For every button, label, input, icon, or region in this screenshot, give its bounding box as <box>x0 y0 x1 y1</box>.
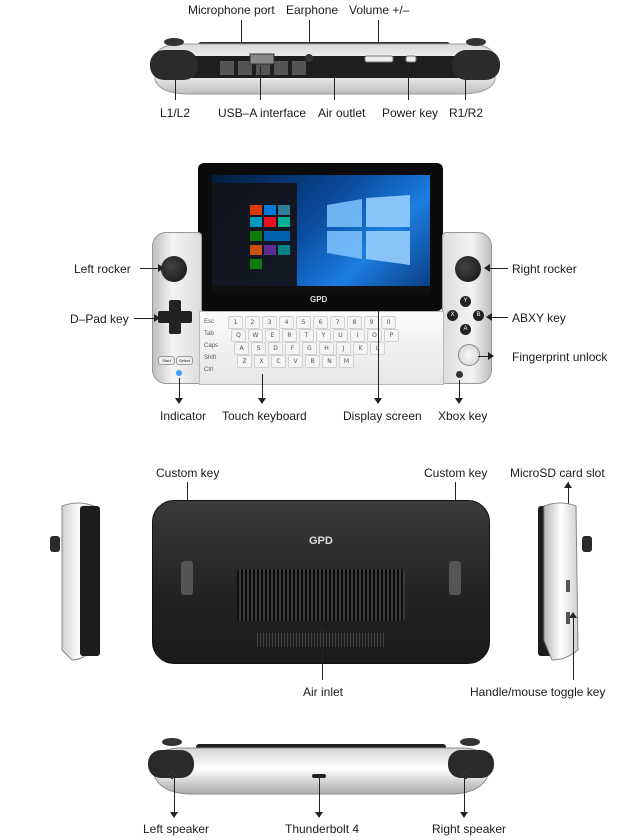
label-custom-key-left: Custom key <box>156 466 220 480</box>
keyboard-key[interactable]: L <box>370 342 385 355</box>
keyboard-key[interactable]: J <box>336 342 351 355</box>
keyboard-key[interactable]: 6 <box>313 316 328 329</box>
keyboard-key[interactable]: X <box>254 355 269 368</box>
keyboard-key[interactable]: W <box>248 329 263 342</box>
keyboard-key[interactable]: 4 <box>279 316 294 329</box>
brand-logo-back: GPD <box>309 535 333 547</box>
start-select-keys[interactable]: Start Select <box>158 356 193 365</box>
keyboard-key[interactable]: 7 <box>330 316 345 329</box>
label-handle-toggle: Handle/mouse toggle key <box>470 685 606 699</box>
b-button[interactable]: B <box>473 310 484 321</box>
keyboard-key[interactable]: 2 <box>245 316 260 329</box>
label-microsd: MicroSD card slot <box>510 466 605 480</box>
keyboard-key[interactable]: R <box>282 329 297 342</box>
label-right-rocker: Right rocker <box>512 262 577 276</box>
xbox-key[interactable] <box>456 371 463 378</box>
keyboard-key[interactable]: G <box>302 342 317 355</box>
start-menu <box>212 183 297 293</box>
label-air-outlet: Air outlet <box>318 106 366 120</box>
label-earphone: Earphone <box>286 3 339 17</box>
key-caps[interactable]: Caps <box>204 343 219 349</box>
label-fingerprint-unlock: Fingerprint unlock <box>512 350 608 364</box>
keyboard-key[interactable]: Q <box>231 329 246 342</box>
keyboard-key[interactable]: T <box>299 329 314 342</box>
keyboard-key[interactable]: 5 <box>296 316 311 329</box>
keyboard-key[interactable]: B <box>305 355 320 368</box>
label-indicator: Indicator <box>160 409 207 423</box>
keyboard-key[interactable]: Y <box>316 329 331 342</box>
air-inlet-grille <box>237 569 405 621</box>
keyboard-key[interactable]: F <box>285 342 300 355</box>
keyboard-key[interactable]: M <box>339 355 354 368</box>
label-left-rocker: Left rocker <box>74 262 131 276</box>
keyboard-key[interactable]: V <box>288 355 303 368</box>
keyboard-key[interactable]: P <box>384 329 399 342</box>
label-xbox-key: Xbox key <box>438 409 488 423</box>
keyboard-key[interactable]: C <box>271 355 286 368</box>
keyboard-key[interactable]: A <box>234 342 249 355</box>
indicator-light <box>176 370 182 376</box>
device-bottom-view <box>148 738 494 795</box>
label-right-speaker: Right speaker <box>432 822 507 836</box>
keyboard-key[interactable]: Z <box>237 355 252 368</box>
keyboard-key[interactable]: 0 <box>381 316 396 329</box>
label-display-screen: Display screen <box>343 409 422 423</box>
device-top-view <box>150 38 500 95</box>
windows-desktop <box>212 175 430 293</box>
abxy-buttons[interactable]: Y X B A <box>446 296 486 336</box>
label-usb-a: USB–A interface <box>218 106 307 120</box>
key-tab[interactable]: Tab <box>204 331 214 337</box>
label-left-speaker: Left speaker <box>143 822 210 836</box>
brand-logo-front: GPD <box>310 295 328 304</box>
custom-key-left[interactable] <box>181 561 193 595</box>
left-rocker-stick[interactable] <box>161 256 187 282</box>
label-touch-keyboard: Touch keyboard <box>222 409 307 423</box>
start-key[interactable]: Start <box>158 356 175 365</box>
label-dpad-key: D–Pad key <box>70 312 129 326</box>
device-left-side <box>50 502 100 661</box>
label-volume: Volume +/– <box>349 3 410 17</box>
key-ctrl[interactable]: Ctrl <box>204 367 214 373</box>
custom-key-right[interactable] <box>449 561 461 595</box>
label-thunderbolt: Thunderbolt 4 <box>285 822 360 836</box>
label-air-inlet: Air inlet <box>303 685 344 699</box>
x-button[interactable]: X <box>447 310 458 321</box>
keyboard-key[interactable]: I <box>350 329 365 342</box>
select-key[interactable]: Select <box>176 356 193 365</box>
y-button[interactable]: Y <box>460 296 471 307</box>
keyboard-key[interactable]: H <box>319 342 334 355</box>
keyboard-key[interactable]: 8 <box>347 316 362 329</box>
keyboard-key[interactable]: N <box>322 355 337 368</box>
keyboard-key[interactable]: K <box>353 342 368 355</box>
right-rocker-stick[interactable] <box>455 256 481 282</box>
label-microphone-port: Microphone port <box>188 3 275 17</box>
regulatory-marks <box>257 633 385 647</box>
keyboard-key[interactable]: U <box>333 329 348 342</box>
label-power-key: Power key <box>382 106 439 120</box>
a-button[interactable]: A <box>460 324 471 335</box>
dpad[interactable] <box>158 300 192 334</box>
device-back: GPD <box>152 500 490 664</box>
keyboard-key[interactable]: 3 <box>262 316 277 329</box>
keyboard-key[interactable]: S <box>251 342 266 355</box>
keyboard-key[interactable]: O <box>367 329 382 342</box>
label-r1r2: R1/R2 <box>449 106 484 120</box>
key-shift[interactable]: Shift <box>204 355 217 361</box>
device-right-side <box>538 502 592 661</box>
keyboard-key[interactable]: 9 <box>364 316 379 329</box>
label-abxy-key: ABXY key <box>512 311 566 325</box>
label-custom-key-right: Custom key <box>424 466 488 480</box>
display-screen: GPD <box>198 163 443 311</box>
keyboard-key[interactable]: E <box>265 329 280 342</box>
key-esc[interactable]: Esc <box>204 319 215 325</box>
label-l1l2: L1/L2 <box>160 106 191 120</box>
keyboard-key[interactable]: D <box>268 342 283 355</box>
keyboard-key[interactable]: 1 <box>228 316 243 329</box>
fingerprint-sensor[interactable] <box>458 344 480 366</box>
